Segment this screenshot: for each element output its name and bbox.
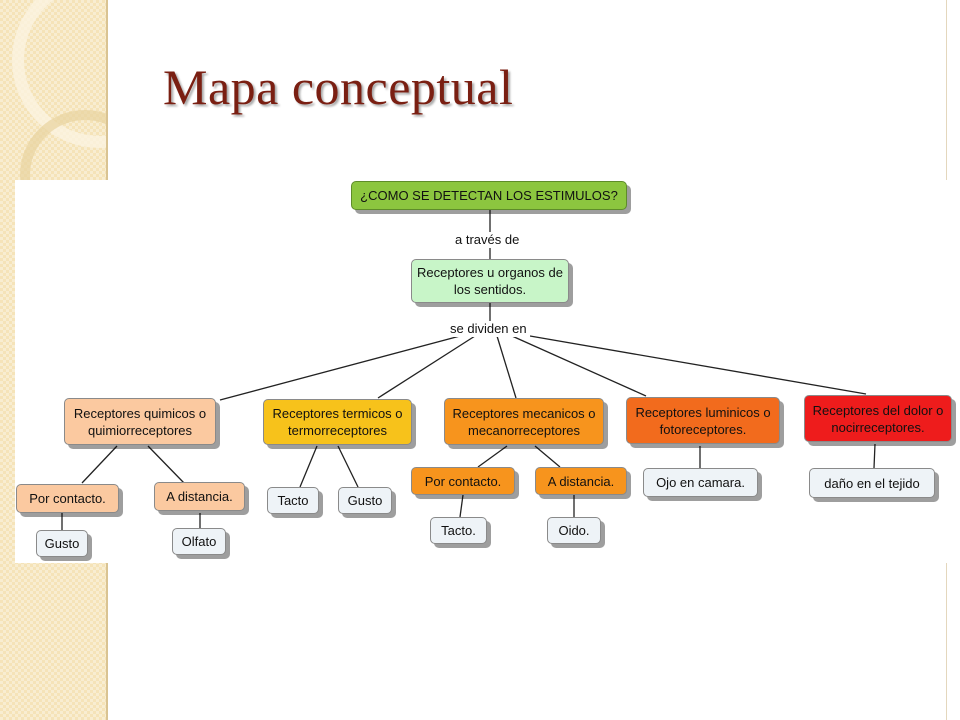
node-dano-en-el-tejido: daño en el tejido (809, 468, 935, 498)
node-oido: Oido. (547, 517, 601, 544)
category-node-quimicos: Receptores quimicos o quimiorreceptores (64, 398, 216, 445)
node-olfato: Olfato (172, 528, 226, 555)
node-gusto: Gusto (36, 530, 88, 557)
root-question-node: ¿COMO SE DETECTAN LOS ESTIMULOS? (351, 181, 627, 210)
node-quimicos-a-distancia: A distancia. (154, 482, 245, 511)
node-mecanicos-a-distancia: A distancia. (535, 467, 627, 495)
category-node-dolor: Receptores del dolor o nocirreceptores. (804, 395, 952, 442)
link-phrase-se-dividen-en: se dividen en (447, 321, 530, 337)
node-mecanicos-por-contacto: Por contacto. (411, 467, 515, 495)
category-node-luminicos: Receptores luminicos o fotoreceptores. (626, 397, 780, 444)
node-termicos-gusto: Gusto (338, 487, 392, 514)
node-mecanicos-tacto: Tacto. (430, 517, 487, 544)
category-node-termicos: Receptores termicos o termorreceptores (263, 399, 412, 445)
node-termicos-tacto: Tacto (267, 487, 319, 514)
link-phrase-a-traves-de: a través de (452, 232, 523, 248)
center-concept-node: Receptores u organos de los sentidos. (411, 259, 569, 303)
category-node-mecanicos: Receptores mecanicos o mecanorreceptores (444, 398, 604, 445)
node-quimicos-por-contacto: Por contacto. (16, 484, 119, 513)
slide-title: Mapa conceptual (163, 59, 514, 115)
node-ojo-en-camara: Ojo en camara. (643, 468, 758, 497)
